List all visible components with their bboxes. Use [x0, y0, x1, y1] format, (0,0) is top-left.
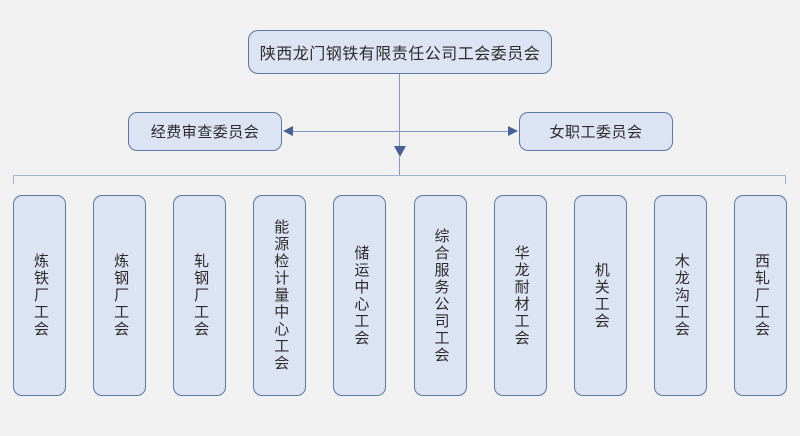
union-node[interactable]: 西轧厂工会 [733, 195, 787, 396]
bracket-stub-left [13, 175, 14, 184]
union-node[interactable]: 炼铁厂工会 [13, 195, 66, 396]
union-node[interactable]: 华龙耐材工会 [493, 195, 547, 396]
root-node-union-committee[interactable]: 陕西龙门钢铁有限责任公司工会委员会 [248, 30, 552, 74]
union-node[interactable]: 机关工会 [573, 195, 627, 396]
committee-link-line [290, 131, 511, 132]
union-node[interactable]: 综合服务公司工会 [413, 195, 467, 396]
union-node[interactable]: 木龙沟工会 [653, 195, 707, 396]
trunk-line-lower [399, 157, 400, 176]
trunk-arrow-down-icon [394, 146, 406, 157]
union-node[interactable]: 储运中心工会 [333, 195, 387, 396]
union-node[interactable]: 轧钢厂工会 [173, 195, 227, 396]
union-node[interactable]: 炼钢厂工会 [93, 195, 147, 396]
union-node[interactable]: 能源检计量中心工会 [253, 195, 307, 396]
committee-node-funds-review[interactable]: 经费审查委员会 [128, 112, 282, 151]
committee-node-women-workers[interactable]: 女职工委员会 [519, 112, 673, 151]
bracket-stub-right [785, 175, 786, 184]
bracket-rail [13, 175, 786, 176]
union-row: 炼铁厂工会 炼钢厂工会 轧钢厂工会 能源检计量中心工会 储运中心工会 综合服务公… [0, 195, 800, 396]
trunk-line-upper [399, 74, 400, 148]
arrow-right-icon [508, 126, 518, 136]
arrow-left-icon [283, 126, 293, 136]
